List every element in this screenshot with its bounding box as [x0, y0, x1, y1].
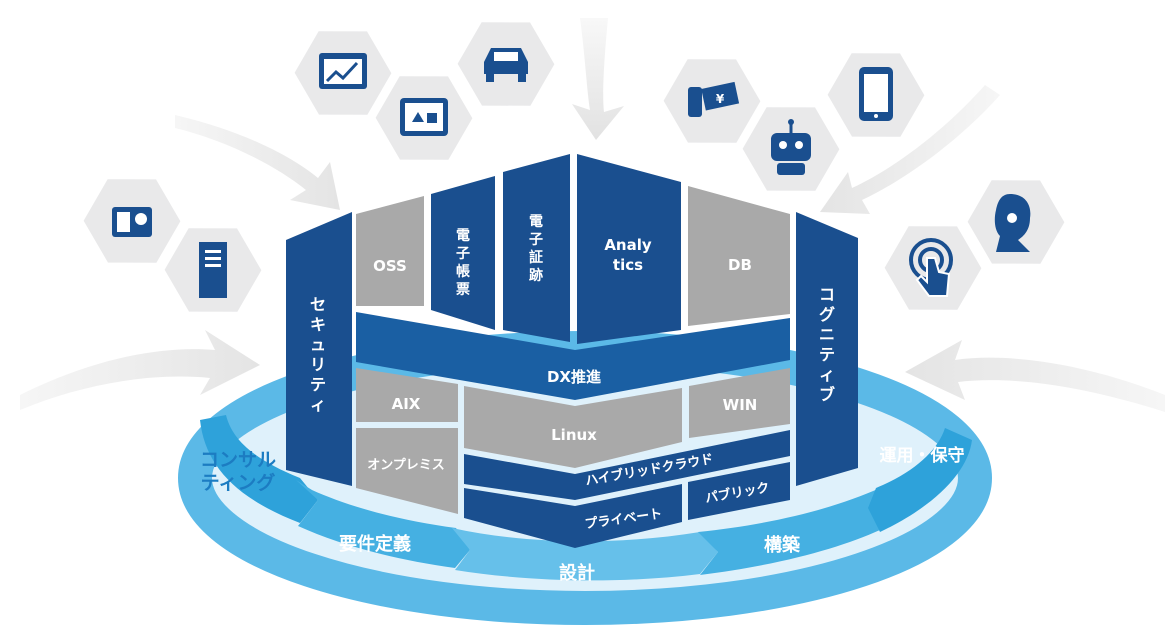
block-private	[464, 484, 682, 548]
pillar-cognitive-char-6: ブ	[819, 385, 835, 404]
block-public	[688, 462, 790, 520]
car-icon	[457, 22, 555, 106]
architecture-block	[286, 154, 858, 548]
label-design: 設計	[559, 562, 595, 584]
label-analytics-2: tics	[613, 256, 643, 274]
segment-consulting	[200, 415, 318, 523]
block-onpremises	[356, 428, 458, 514]
pillar-security-char-3: ュ	[310, 335, 326, 354]
label-consulting-1: コンサル	[200, 449, 276, 471]
label-dx: DX推進	[547, 368, 602, 386]
pillar-cognitive-label: コ グ ニ テ ィ ブ	[819, 285, 835, 404]
block-aix	[356, 368, 458, 422]
label-denshi-chohyo-2: 子	[456, 246, 470, 262]
pillar-security-char-4: リ	[310, 355, 326, 374]
touch-finger-icon	[884, 226, 982, 310]
arrow-left-upper	[175, 115, 340, 210]
arrow-top	[572, 18, 624, 140]
operator-headset-icon	[967, 180, 1065, 264]
block-oss	[356, 196, 424, 306]
segment-requirements	[296, 480, 470, 568]
label-construction: 構築	[764, 534, 801, 556]
block-hybrid-cloud	[464, 430, 790, 500]
label-onpremises: オンプレミス	[367, 458, 445, 473]
inflow-arrows	[20, 18, 1165, 412]
money-coins-icon: ¥	[663, 59, 761, 143]
segment-design	[452, 528, 718, 581]
block-db	[688, 186, 790, 326]
pillar-security-char-5: テ	[310, 375, 326, 394]
pillar-cognitive-char-2: グ	[819, 305, 835, 324]
segment-construction	[698, 488, 880, 575]
block-linux	[464, 386, 682, 468]
label-consulting-2: ティング	[201, 471, 276, 494]
label-denshi-shoseki: 電 子 証 跡	[529, 213, 543, 284]
label-requirements: 要件定義	[339, 533, 411, 555]
robot-icon	[742, 107, 840, 191]
label-db: DB	[728, 256, 752, 274]
arrow-right-upper	[820, 85, 1000, 214]
pillar-cognitive	[796, 212, 858, 486]
pillar-cognitive-char-5: ィ	[819, 365, 835, 384]
smartphone-icon	[827, 53, 925, 137]
pillar-cognitive-char-3: ニ	[819, 325, 835, 344]
pillar-cognitive-char-4: テ	[819, 345, 835, 364]
smart-home-tablet-icon	[375, 76, 473, 160]
analytics-monitor-icon	[294, 31, 392, 115]
segment-operation	[868, 428, 972, 532]
control-panel-icon	[83, 179, 181, 263]
pillar-security-label: セ キ ュ リ テ ィ	[310, 295, 326, 414]
block-analytics	[577, 154, 681, 344]
label-analytics-1: Analy	[604, 236, 652, 254]
label-denshi-chohyo-3: 帳	[456, 263, 470, 280]
arrow-left-lower	[20, 330, 260, 410]
label-denshi-shoseki-3: 証	[529, 249, 543, 266]
pillar-cognitive-char-1: コ	[819, 285, 835, 304]
block-win	[689, 368, 790, 438]
label-linux: Linux	[551, 426, 597, 444]
pillar-security-char-2: キ	[310, 315, 326, 334]
pillar-security	[286, 212, 352, 486]
block-denshi-chohyo	[431, 176, 495, 330]
label-denshi-chohyo-4: 票	[456, 282, 470, 298]
label-denshi-chohyo-1: 電	[456, 227, 470, 244]
label-denshi-shoseki-1: 電	[529, 213, 543, 230]
band-dx	[356, 312, 790, 400]
label-oss: OSS	[373, 257, 407, 275]
server-tower-icon	[164, 228, 262, 312]
block-denshi-shoseki	[503, 154, 570, 342]
pillar-security-char-6: ィ	[310, 395, 326, 414]
label-win: WIN	[723, 396, 758, 414]
svg-text:¥: ¥	[716, 92, 725, 106]
label-denshi-shoseki-4: 跡	[529, 267, 543, 284]
pillar-security-char-1: セ	[310, 295, 326, 314]
label-aix: AIX	[392, 395, 421, 413]
label-denshi-chohyo: 電 子 帳 票	[456, 227, 470, 298]
arrow-right-lower	[905, 340, 1165, 412]
ring-outer	[178, 331, 992, 625]
label-operation: 運用・保守	[880, 445, 965, 466]
label-denshi-shoseki-2: 子	[529, 232, 543, 248]
